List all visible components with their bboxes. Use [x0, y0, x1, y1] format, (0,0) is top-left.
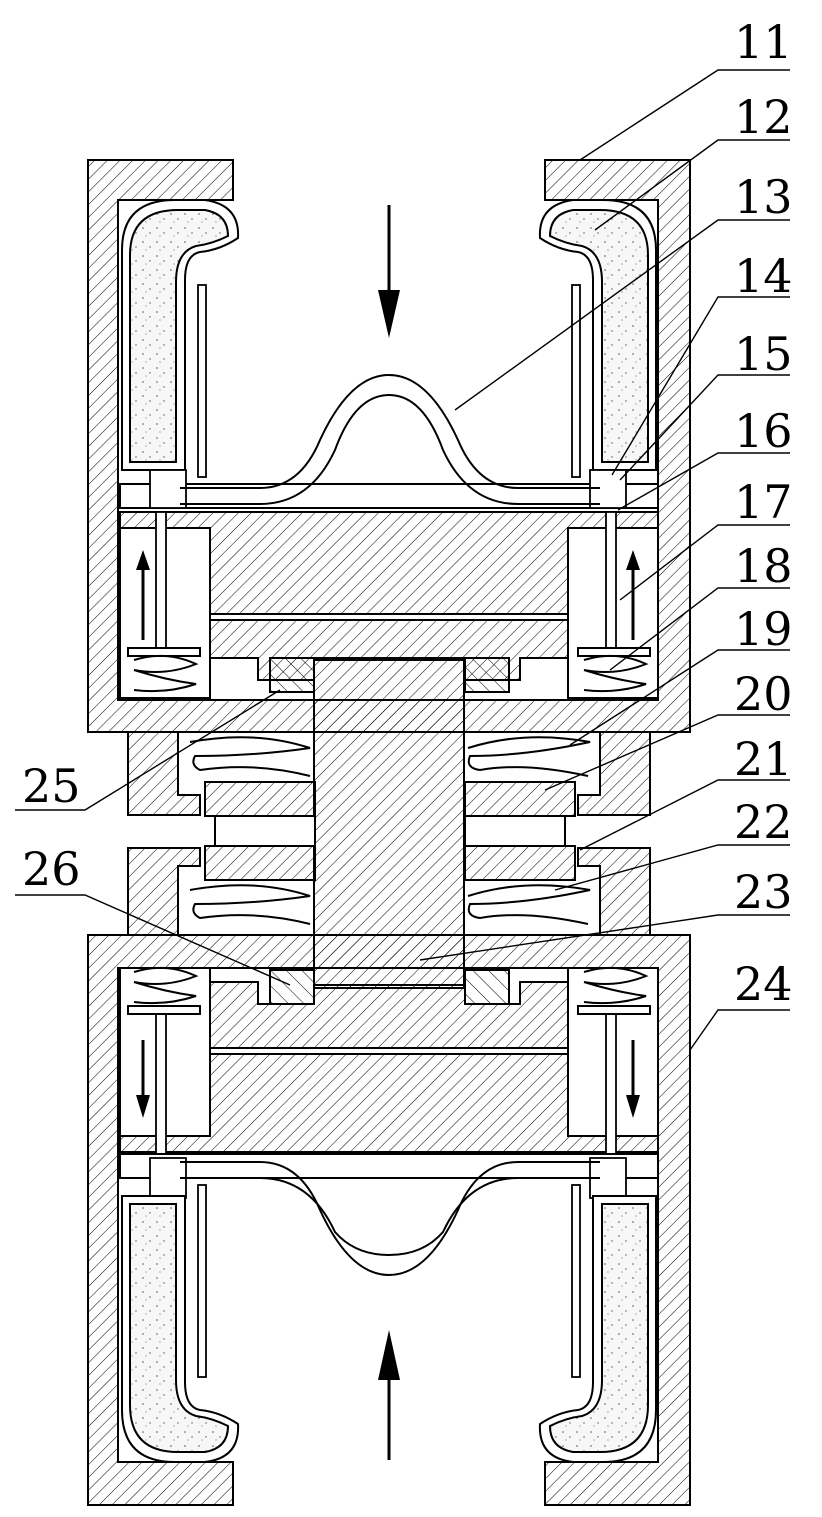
- leader-lines: [15, 69, 790, 1051]
- lower-pressure-block: [119, 966, 659, 1156]
- seal-blocks: [269, 657, 510, 1005]
- upper-housing: [87, 159, 691, 733]
- label-22: 22: [734, 795, 793, 849]
- label-21: 21: [734, 732, 793, 786]
- upper-side-arrows: [136, 550, 640, 640]
- label-11: 11: [734, 15, 793, 69]
- upper-arched-spring: [180, 373, 600, 505]
- label-18: 18: [734, 539, 793, 593]
- label-15: 15: [734, 327, 793, 381]
- label-23: 23: [734, 865, 793, 919]
- label-26: 26: [22, 842, 81, 896]
- middle-collar: [127, 731, 651, 936]
- top-load-arrow: [378, 205, 400, 338]
- bottom-load-arrow: [378, 1330, 400, 1460]
- lower-foam-pads: [121, 1184, 657, 1463]
- label-16: 16: [734, 404, 793, 458]
- lower-side-arrows: [136, 1040, 640, 1118]
- label-19: 19: [734, 602, 793, 656]
- label-12: 12: [734, 90, 793, 144]
- label-25: 25: [22, 759, 81, 813]
- label-24: 24: [734, 957, 793, 1011]
- upper-foam-pads: [121, 199, 657, 478]
- part-labels: 11 12 13 14 15 16 17 18 19 20 21 22 23 2…: [22, 15, 793, 1011]
- label-20: 20: [734, 667, 793, 721]
- label-14: 14: [734, 249, 793, 303]
- label-17: 17: [734, 475, 793, 529]
- lower-arched-spring: [180, 1161, 600, 1277]
- label-13: 13: [734, 170, 793, 224]
